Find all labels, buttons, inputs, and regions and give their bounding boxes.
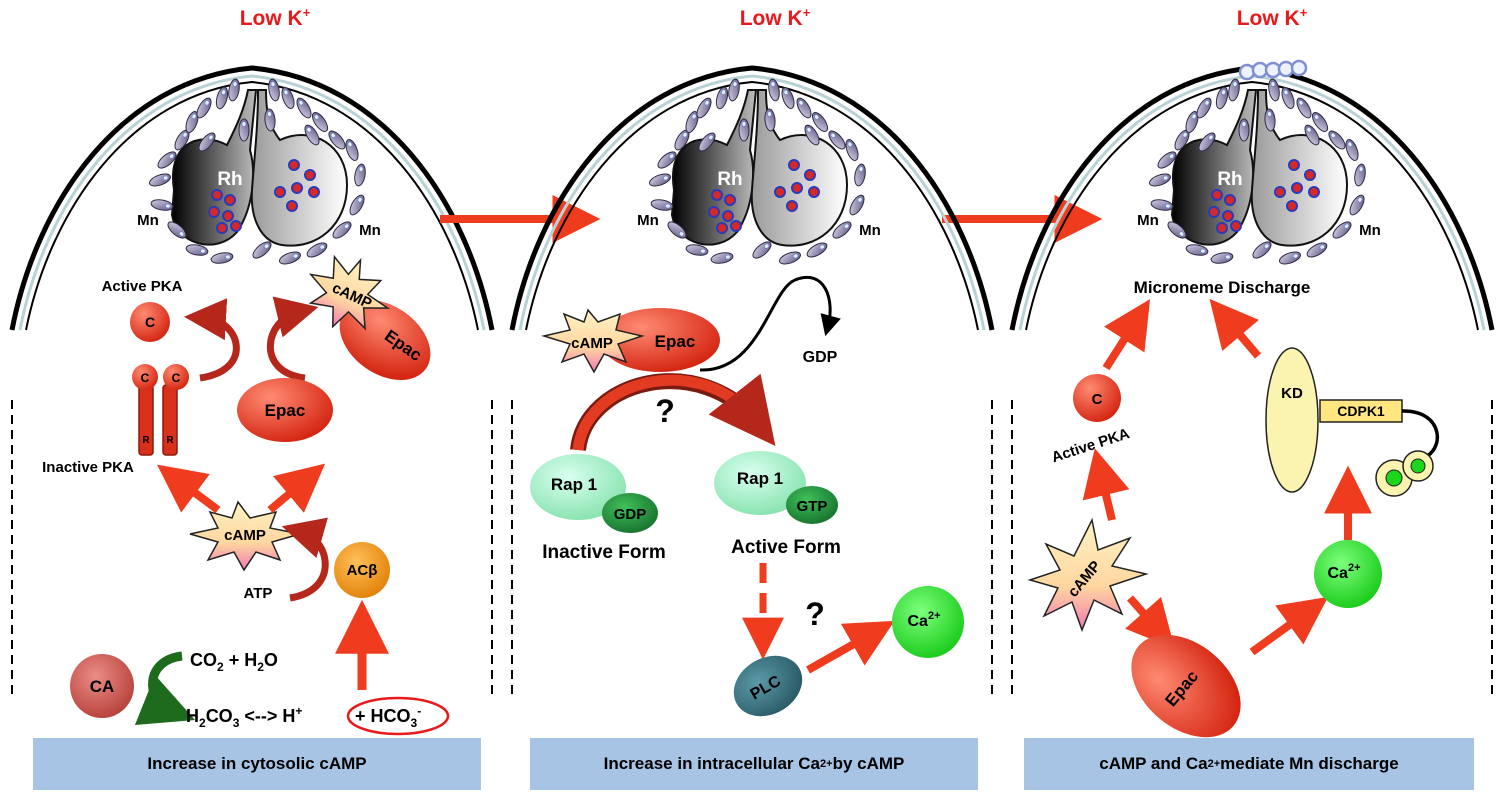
camp-star-1 — [189, 500, 301, 572]
active-form-label: Active Form — [731, 537, 841, 558]
pka-c-inactive-left — [132, 364, 158, 390]
camp-star-bound-1 — [308, 254, 391, 331]
pka-c-active-1 — [130, 302, 170, 342]
pka-c-inactive-right — [163, 364, 189, 390]
mn-label-right-1: Mn — [359, 222, 381, 239]
gtp-bound-label: GTP — [797, 498, 828, 515]
atp-label: ATP — [244, 585, 273, 602]
exchange-arrow — [572, 373, 776, 451]
arrow-camp-to-pka-3 — [1082, 448, 1130, 521]
inactive-pka-label-1: Inactive PKA — [42, 459, 134, 476]
mn-label-left-2: Mn — [637, 212, 659, 229]
ca-ion-label-3: Ca2+ — [1328, 562, 1361, 582]
apical-complex-3 — [1148, 78, 1367, 266]
caption-panel-1: Increase in cytosolic cAMP — [33, 738, 481, 790]
pka-r-label-right: R — [166, 435, 174, 446]
h2co3-equation: H2CO3 <--> H+ — [186, 704, 302, 730]
hco3-highlight-circle — [346, 696, 450, 736]
rh-label-1: Rh — [217, 169, 242, 190]
ca-reaction-arrow — [134, 651, 196, 725]
mn-label-right-2: Mn — [859, 222, 881, 239]
cdpk1-kinase-domain — [1265, 347, 1319, 493]
arrow-epac-to-ca-3 — [1249, 596, 1329, 656]
atp-conversion-arrow — [281, 517, 329, 602]
kd-label: KD — [1281, 385, 1303, 402]
ca-ion-label-2: Ca2+ — [908, 610, 941, 630]
hco3-label: + HCO3- — [355, 704, 421, 730]
rap1-active-label: Rap 1 — [737, 469, 783, 488]
gdp-free-label: GDP — [803, 349, 838, 366]
panel-3: Low K+ Rh Mn Mn Microneme Discharge C Ac… — [1012, 5, 1492, 738]
rap1-inactive — [530, 454, 626, 520]
pka-c-label-3: C — [1092, 391, 1103, 408]
ca-ion-3 — [1314, 540, 1382, 608]
epac-activation-arrow — [266, 296, 319, 382]
mn-label-left-3: Mn — [1137, 212, 1159, 229]
calcium-bound-1 — [1385, 469, 1403, 487]
epac-3 — [1131, 634, 1241, 738]
gtp-bound — [786, 486, 838, 524]
arrow-camp-to-epac — [267, 463, 326, 514]
question-mark-2: ? — [805, 596, 825, 632]
epac-free-1 — [237, 378, 333, 442]
carbonic-anhydrase-label: CA — [90, 677, 115, 696]
epac-bound-2 — [600, 308, 720, 372]
gdp-bound-label: GDP — [614, 506, 647, 523]
inactive-form-label: Inactive Form — [542, 542, 666, 563]
arrow-camp-to-epac-3 — [1125, 595, 1175, 649]
apical-complex-1 — [148, 78, 367, 266]
active-pka-label-1: Active PKA — [102, 278, 183, 295]
microneme-discharge-label: Microneme Discharge — [1134, 278, 1311, 297]
pka-c-small-label-left: C — [141, 371, 150, 385]
title-low-k-3: Low K+ — [1237, 5, 1308, 30]
mn-label-right-3: Mn — [1359, 222, 1381, 239]
mn-label-left-1: Mn — [137, 212, 159, 229]
ac-beta-enzyme — [334, 542, 390, 598]
co2-h2o-equation: CO2 + H2O — [190, 650, 278, 674]
panel-1: Low K+ Rh Mn Mn Active PKA C C C R R Ina… — [12, 5, 492, 736]
calcium-bound-2 — [1410, 458, 1426, 474]
rap1-inactive-label: Rap 1 — [551, 475, 597, 494]
released-micronemes — [1238, 59, 1308, 81]
pka-release-arrow — [184, 298, 240, 382]
arrow-cdpk1-to-discharge — [1209, 298, 1262, 359]
epac-free-label-1: Epac — [265, 401, 306, 420]
epac-bound-label-2: Epac — [655, 332, 696, 351]
rap1-active — [714, 451, 806, 515]
rh-label-2: Rh — [717, 169, 742, 190]
arrow-camp-to-pka — [157, 464, 221, 514]
camp-star-3 — [1027, 517, 1149, 633]
title-low-k-2: Low K+ — [740, 5, 811, 30]
camp-label-2: cAMP — [571, 335, 613, 352]
camp-label-1: cAMP — [224, 527, 266, 544]
apical-complex-2 — [648, 78, 867, 266]
camp-star-2 — [541, 308, 645, 374]
active-pka-label-3: Active PKA — [1050, 425, 1132, 466]
pka-c-label-1: C — [145, 314, 155, 330]
pka-c-small-label-right: C — [172, 371, 181, 385]
plc-enzyme — [733, 655, 803, 717]
arrow-plc-to-ca — [806, 620, 895, 674]
ca-ion-2 — [892, 586, 964, 658]
pka-r-label-left: R — [142, 435, 150, 446]
cdpk1-label: CDPK1 — [1337, 403, 1385, 419]
question-mark-1: ? — [655, 393, 675, 429]
panel-2: Low K+ Rh Mn Mn Epac cAMP GDP ? Rap 1 GD… — [512, 5, 992, 717]
pka-c-active-3 — [1073, 374, 1121, 422]
rh-label-3: Rh — [1217, 169, 1242, 190]
ac-beta-label: ACβ — [347, 562, 378, 579]
arrow-pka-to-discharge — [1102, 299, 1151, 371]
carbonic-anhydrase — [70, 654, 134, 718]
gdp-release-arrow — [699, 276, 841, 372]
title-low-k-1: Low K+ — [240, 5, 311, 30]
gdp-bound — [602, 493, 658, 533]
